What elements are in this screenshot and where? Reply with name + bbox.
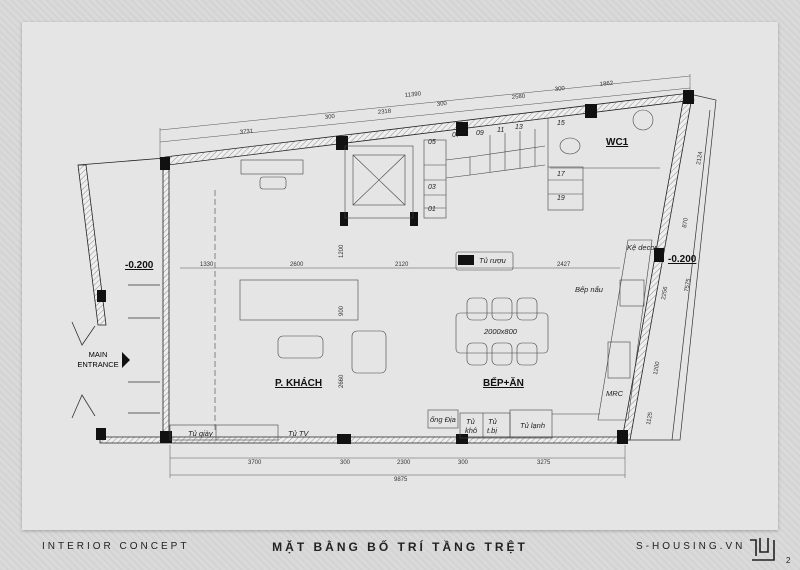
label-equip-1: Tủ (488, 417, 498, 426)
dim-bottom-b: 300 (340, 460, 351, 466)
dim-bottom-a: 3700 (248, 460, 262, 466)
stair-numbers: 01 03 05 07 09 11 13 15 17 19 (428, 120, 566, 213)
entrance-doors (71, 284, 160, 419)
dim-bottom-d: 300 (458, 460, 469, 466)
level-right: -0.200 (668, 254, 697, 265)
entrance-arrow-icon (122, 352, 130, 368)
label-fridge: Tủ lạnh (520, 421, 545, 430)
outer-boundary (625, 94, 717, 441)
level-left: -0.200 (125, 260, 154, 271)
label-table-size: 2000x800 (483, 327, 518, 336)
footer-title: MẶT BẰNG BỐ TRÍ TẦNG TRỆT (272, 540, 528, 554)
label-pipe: ống Địa (430, 415, 456, 424)
entrance-label-2: ENTRANCE (77, 360, 118, 369)
stair-05: 05 (428, 139, 436, 146)
dim-top-a: 3731 (240, 129, 255, 136)
dim-right-6: 1125 (646, 411, 654, 425)
label-wine-cabinet: Tủ rượu (479, 256, 507, 265)
stair-19: 19 (557, 195, 565, 202)
staircase (423, 118, 584, 219)
dim-right-3: 2256 (661, 286, 669, 301)
stair-01: 01 (428, 206, 436, 213)
room-label-living: P. KHÁCH (275, 376, 322, 389)
label-pantry-2: khô (465, 426, 477, 435)
stair-07: 07 (452, 132, 461, 139)
dim-total-top: 11390 (405, 91, 422, 99)
dim-top-d: 300 (437, 101, 448, 108)
dim-top-e: 2580 (512, 94, 527, 101)
dim-mid-b: 2600 (290, 262, 304, 268)
dim-vert-3: 2660 (339, 374, 345, 388)
dim-top-b: 300 (325, 114, 336, 121)
room-label-wc1: WC1 (606, 137, 629, 148)
dim-right-2: 870 (682, 217, 690, 229)
label-stove: Bếp nấu (575, 285, 604, 294)
dim-bottom-e: 3275 (537, 460, 551, 466)
bottom-dimension-lines (169, 445, 626, 478)
elevator (344, 145, 414, 219)
living-furniture (169, 159, 387, 441)
dim-mid-d: 2427 (557, 262, 571, 268)
room-label-kitchen: BẾP+ĂN (483, 376, 524, 389)
footer-left-text: INTERIOR CONCEPT (42, 541, 190, 552)
dim-mid-a: 1330 (200, 262, 214, 268)
dim-vert-2: 900 (339, 305, 345, 316)
label-shoe-cabinet: Tủ giày (188, 429, 214, 438)
kitchen-furniture (427, 239, 653, 439)
label-equip-2: t.bị (487, 426, 497, 435)
stair-09: 09 (476, 130, 484, 137)
stair-11: 11 (497, 127, 504, 134)
footer-brand: S-HOUSING.VN (636, 541, 746, 552)
wc-fixtures (550, 109, 660, 169)
dim-mid-c: 2120 (395, 262, 409, 268)
label-tv-cabinet: Tủ TV (288, 429, 309, 438)
dim-top-g: 1862 (600, 81, 615, 88)
label-pantry-1: Tủ (466, 417, 476, 426)
dim-bottom-c: 2300 (397, 460, 411, 466)
label-decor-shelf: Kệ decor (627, 243, 658, 252)
dim-top-f: 300 (555, 86, 566, 93)
dim-right-5: 1200 (653, 361, 661, 376)
walls (77, 92, 695, 444)
page-number: 2 (786, 556, 791, 565)
stair-03: 03 (428, 184, 436, 191)
dim-vert-1: 1200 (339, 244, 345, 258)
label-mrc: MRC (606, 389, 624, 398)
dim-right-1: 2124 (696, 151, 704, 166)
dim-bottom-total: 9875 (394, 477, 408, 483)
brand-logo (750, 538, 775, 561)
stair-15: 15 (557, 120, 565, 127)
stair-17: 17 (557, 171, 566, 178)
stair-13: 13 (515, 124, 523, 131)
dim-top-c: 2318 (378, 109, 393, 116)
wine-cabinet-marker (458, 255, 474, 265)
dim-right-4: 7575 (684, 278, 692, 293)
entrance-label-1: MAIN (89, 350, 108, 359)
